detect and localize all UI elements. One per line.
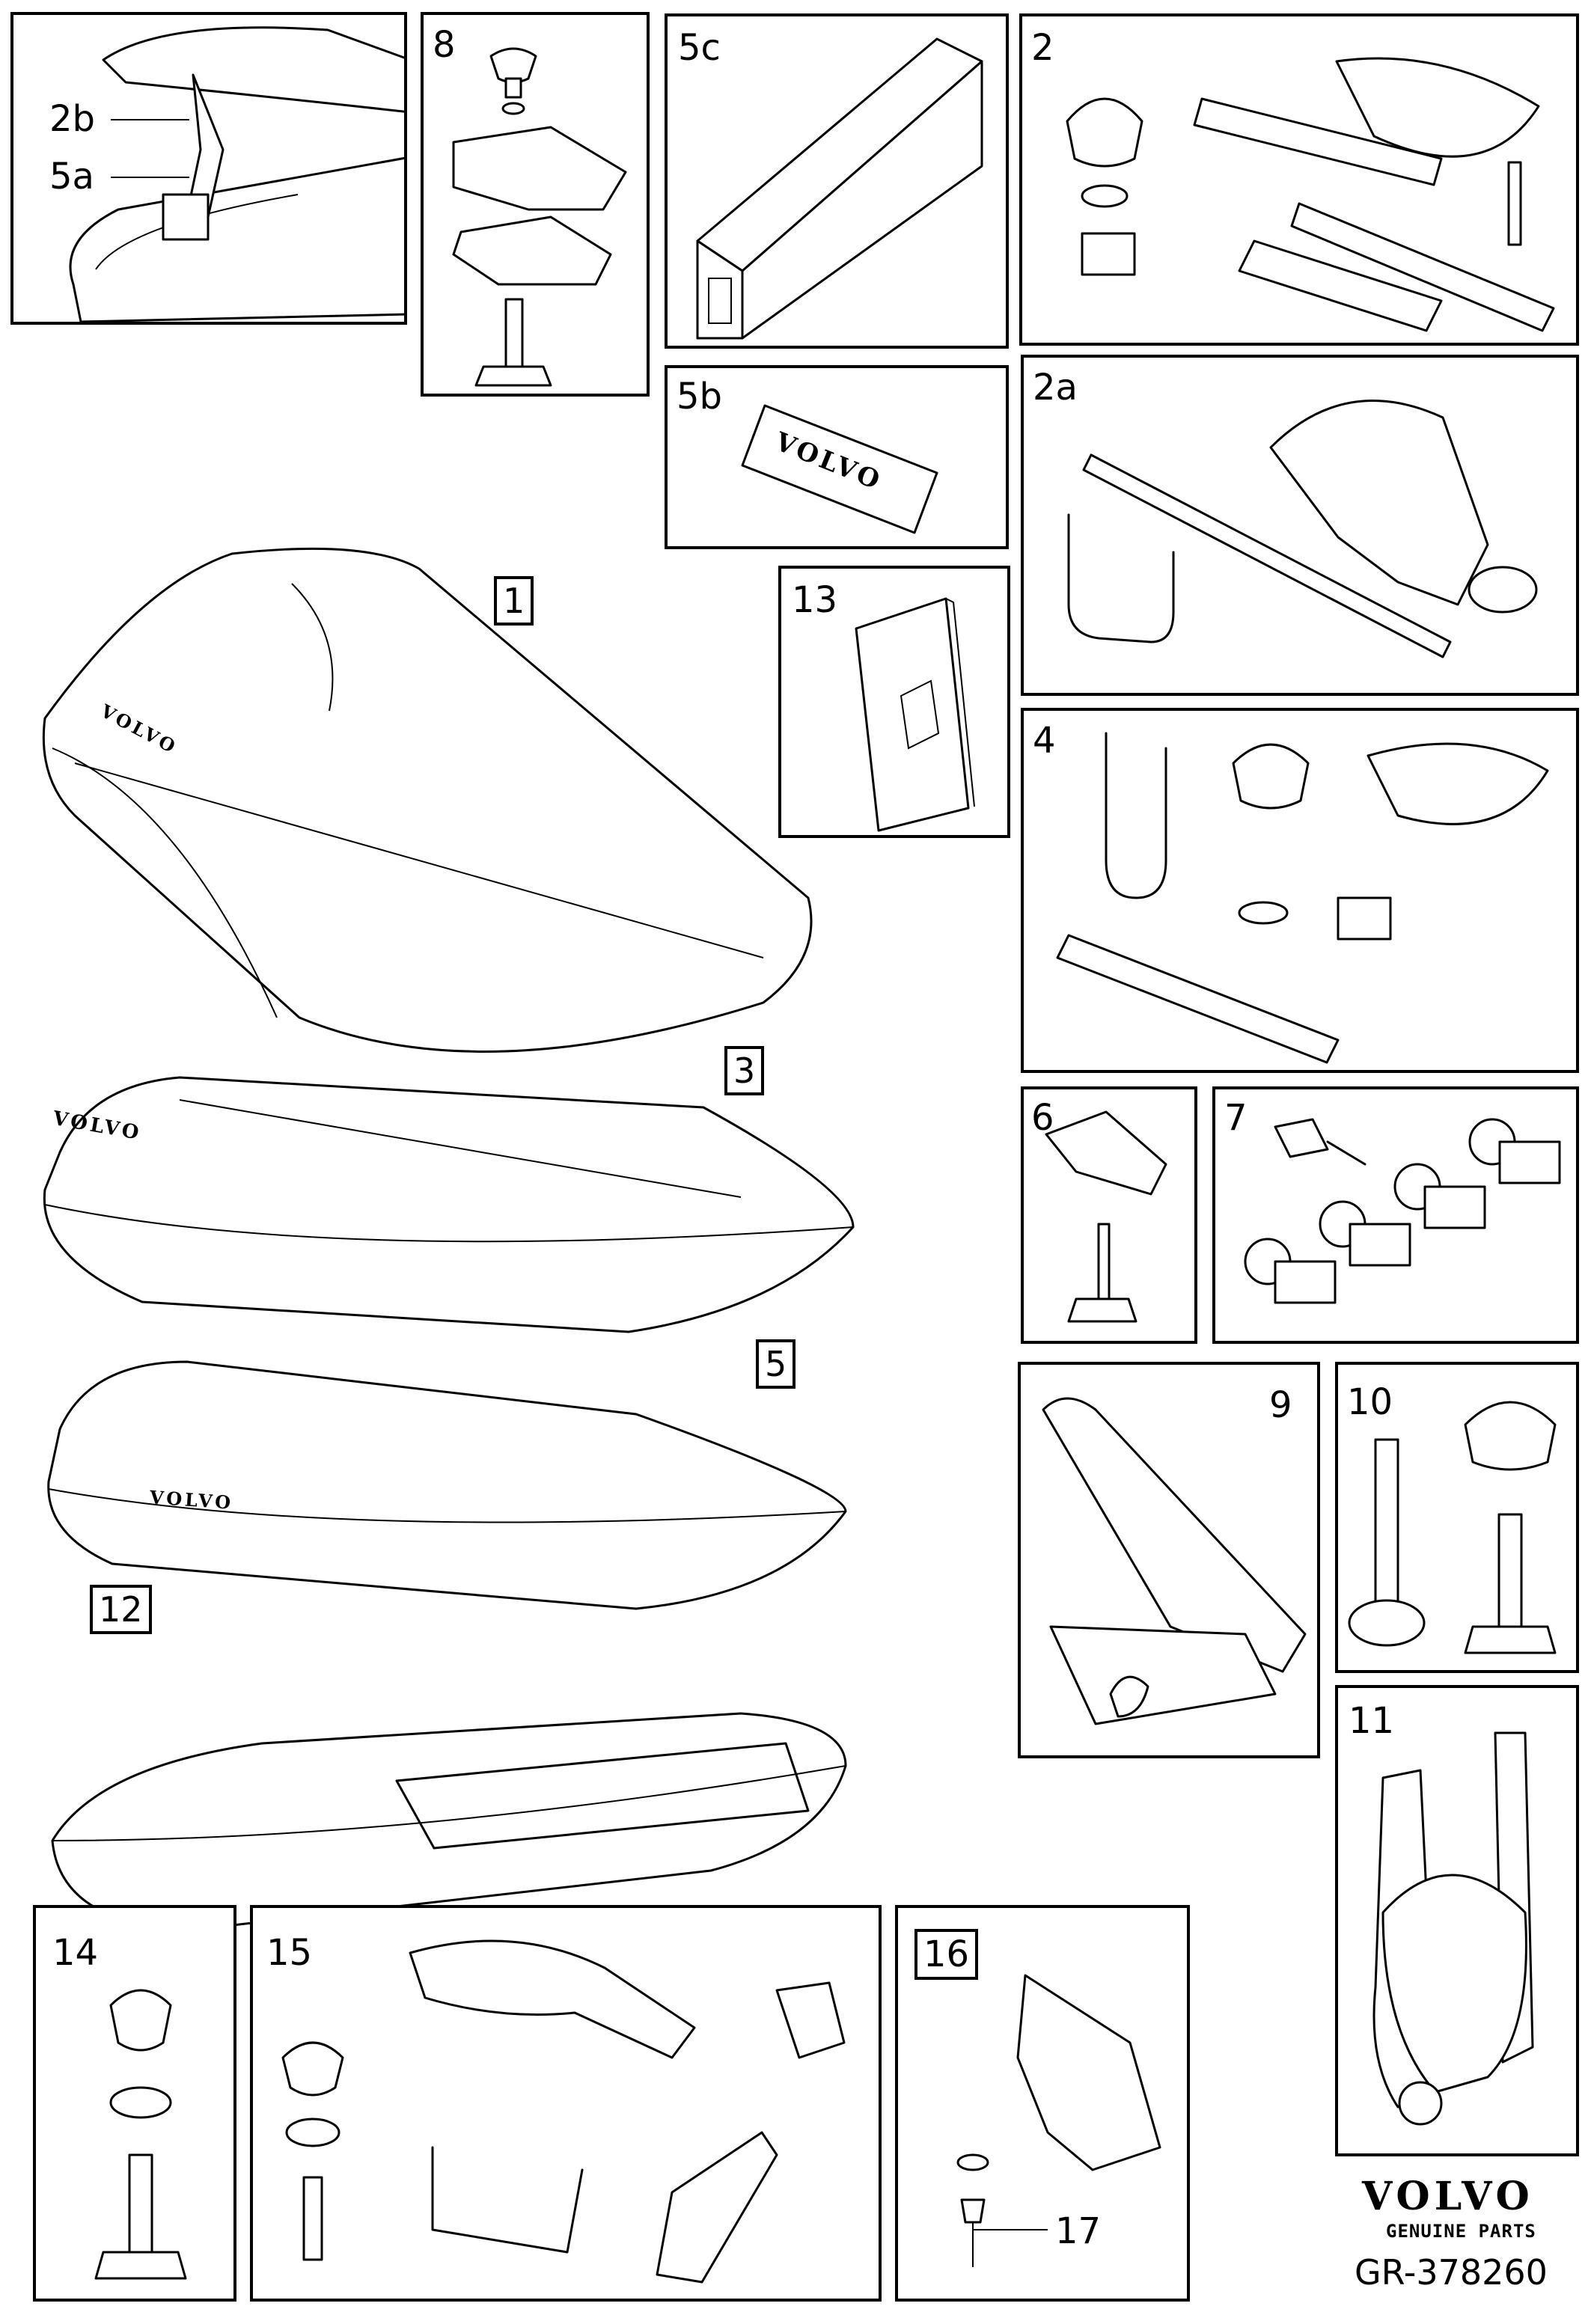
callout-3: 3 [724, 1046, 765, 1095]
washer-icon [1238, 901, 1289, 925]
strap-kit-drawing [281, 1939, 846, 2284]
panel-5c: 5c [665, 13, 1009, 349]
roof-box-5-drawing [47, 1360, 847, 1610]
label-2: 2 [1031, 27, 1054, 69]
hinge-drawing [69, 26, 404, 322]
label-17: 17 [1055, 2210, 1102, 2252]
panel-11: 11 [1335, 1685, 1579, 2156]
label-7: 7 [1224, 1097, 1248, 1139]
roof-box-1: VOLVO [30, 539, 823, 1077]
t-knob-icon [1109, 1675, 1149, 1718]
u-bolt-icon [431, 2146, 584, 2254]
square-nut-icon [1337, 896, 1392, 941]
footer-tagline: GENUINE PARTS [1386, 2221, 1536, 2242]
bolt-set-drawing [1348, 1401, 1557, 1654]
panel-4: 4 [1021, 708, 1579, 1073]
callout-12: 12 [90, 1585, 152, 1634]
t-knob-icon [1232, 743, 1310, 810]
panel-5b: 5b VOLVO [665, 365, 1009, 549]
label-11: 11 [1349, 1700, 1395, 1742]
u-bolt-icon [1067, 513, 1175, 643]
square-nut-icon [1081, 232, 1136, 276]
roof-box-5: VOLVO [37, 1347, 861, 1616]
carrier-clamp-drawing [1372, 1731, 1534, 2126]
key-icon [1274, 1118, 1366, 1166]
label-15: 15 [266, 1932, 313, 1974]
bolt-icon [302, 2176, 323, 2261]
label-4: 4 [1033, 720, 1056, 762]
washer-icon [109, 2086, 172, 2119]
washer-icon [956, 2153, 989, 2171]
roof-box-12-drawing [51, 1712, 847, 1932]
footer-brand: VOLVO [1362, 2174, 1534, 2219]
roof-box-3: VOLVO [30, 1055, 868, 1347]
label-5b: 5b [677, 376, 723, 418]
callout-5: 5 [756, 1339, 796, 1389]
u-bolt-icon [1105, 732, 1167, 899]
label-14: 14 [52, 1932, 99, 1974]
bolt-icon [504, 298, 524, 376]
label-9: 9 [1269, 1384, 1292, 1426]
label-2a: 2a [1033, 367, 1078, 409]
bolt-icon [1374, 1438, 1399, 1606]
label-10: 10 [1347, 1381, 1393, 1423]
booklet-icon [855, 597, 975, 832]
lock-set-drawing [1244, 1118, 1561, 1304]
plate-bolt-drawing [1045, 1110, 1167, 1323]
panel-13: 13 [778, 566, 1010, 838]
panel-16: 16 17 [895, 1905, 1190, 2302]
strap-icon [409, 1939, 696, 2059]
bracket-rivet-drawing [956, 1974, 1161, 2267]
panel-10: 10 [1335, 1362, 1579, 1673]
panel-2: 2 [1019, 13, 1579, 346]
washer-icon [1081, 184, 1129, 208]
panel-15: 15 [250, 1905, 882, 2302]
diagram-code: GR-378260 [1355, 2252, 1548, 2293]
callout-1: 1 [494, 576, 534, 626]
label-8: 8 [433, 24, 456, 66]
fastener-kit-drawing [1066, 57, 1555, 332]
panel-8: 8 [421, 12, 650, 397]
t-knob-icon [489, 47, 537, 84]
lock-cylinder-icon [1244, 1118, 1561, 1304]
label-16: 16 [914, 1929, 979, 1980]
bracket-kit-drawing [1067, 400, 1538, 658]
panel-hinge: 2b 5a [10, 12, 407, 325]
roof-box-3-drawing [43, 1076, 855, 1333]
roof-box-12 [37, 1646, 883, 1938]
bolt-icon [1097, 1223, 1111, 1308]
panel-6: 6 [1021, 1086, 1197, 1344]
washer-icon [285, 2117, 341, 2147]
t-knob-icon [1464, 1401, 1557, 1471]
ski-holder-drawing [1042, 1397, 1307, 1725]
panel-7: 7 [1212, 1086, 1579, 1344]
t-knob-icon [281, 2041, 344, 2097]
decal-drawing [741, 404, 938, 534]
label-5a: 5a [49, 156, 94, 198]
label-5c: 5c [678, 27, 721, 69]
label-13: 13 [792, 579, 838, 621]
clamp-drawing [452, 47, 627, 387]
washer-icon [501, 102, 525, 115]
label-2b: 2b [49, 98, 96, 140]
strap-icon [1366, 742, 1549, 825]
t-knob-icon [1066, 97, 1143, 168]
strap-icon [1335, 57, 1540, 158]
knob-kit-drawing [94, 1989, 187, 2280]
panel-2a: 2a [1021, 355, 1579, 696]
t-knob-icon [109, 1989, 172, 2052]
bolt-icon [128, 2153, 153, 2254]
bracket-icon [1016, 1974, 1161, 2171]
roof-box-1-drawing [42, 547, 813, 1053]
panel-9: 9 [1018, 1362, 1320, 1758]
panel-14: 14 [33, 1905, 236, 2302]
label-6: 6 [1031, 1097, 1054, 1139]
bolt-icon [1507, 161, 1522, 246]
rail-profile-icon [696, 37, 983, 340]
mounting-kit-drawing [1056, 732, 1549, 1064]
